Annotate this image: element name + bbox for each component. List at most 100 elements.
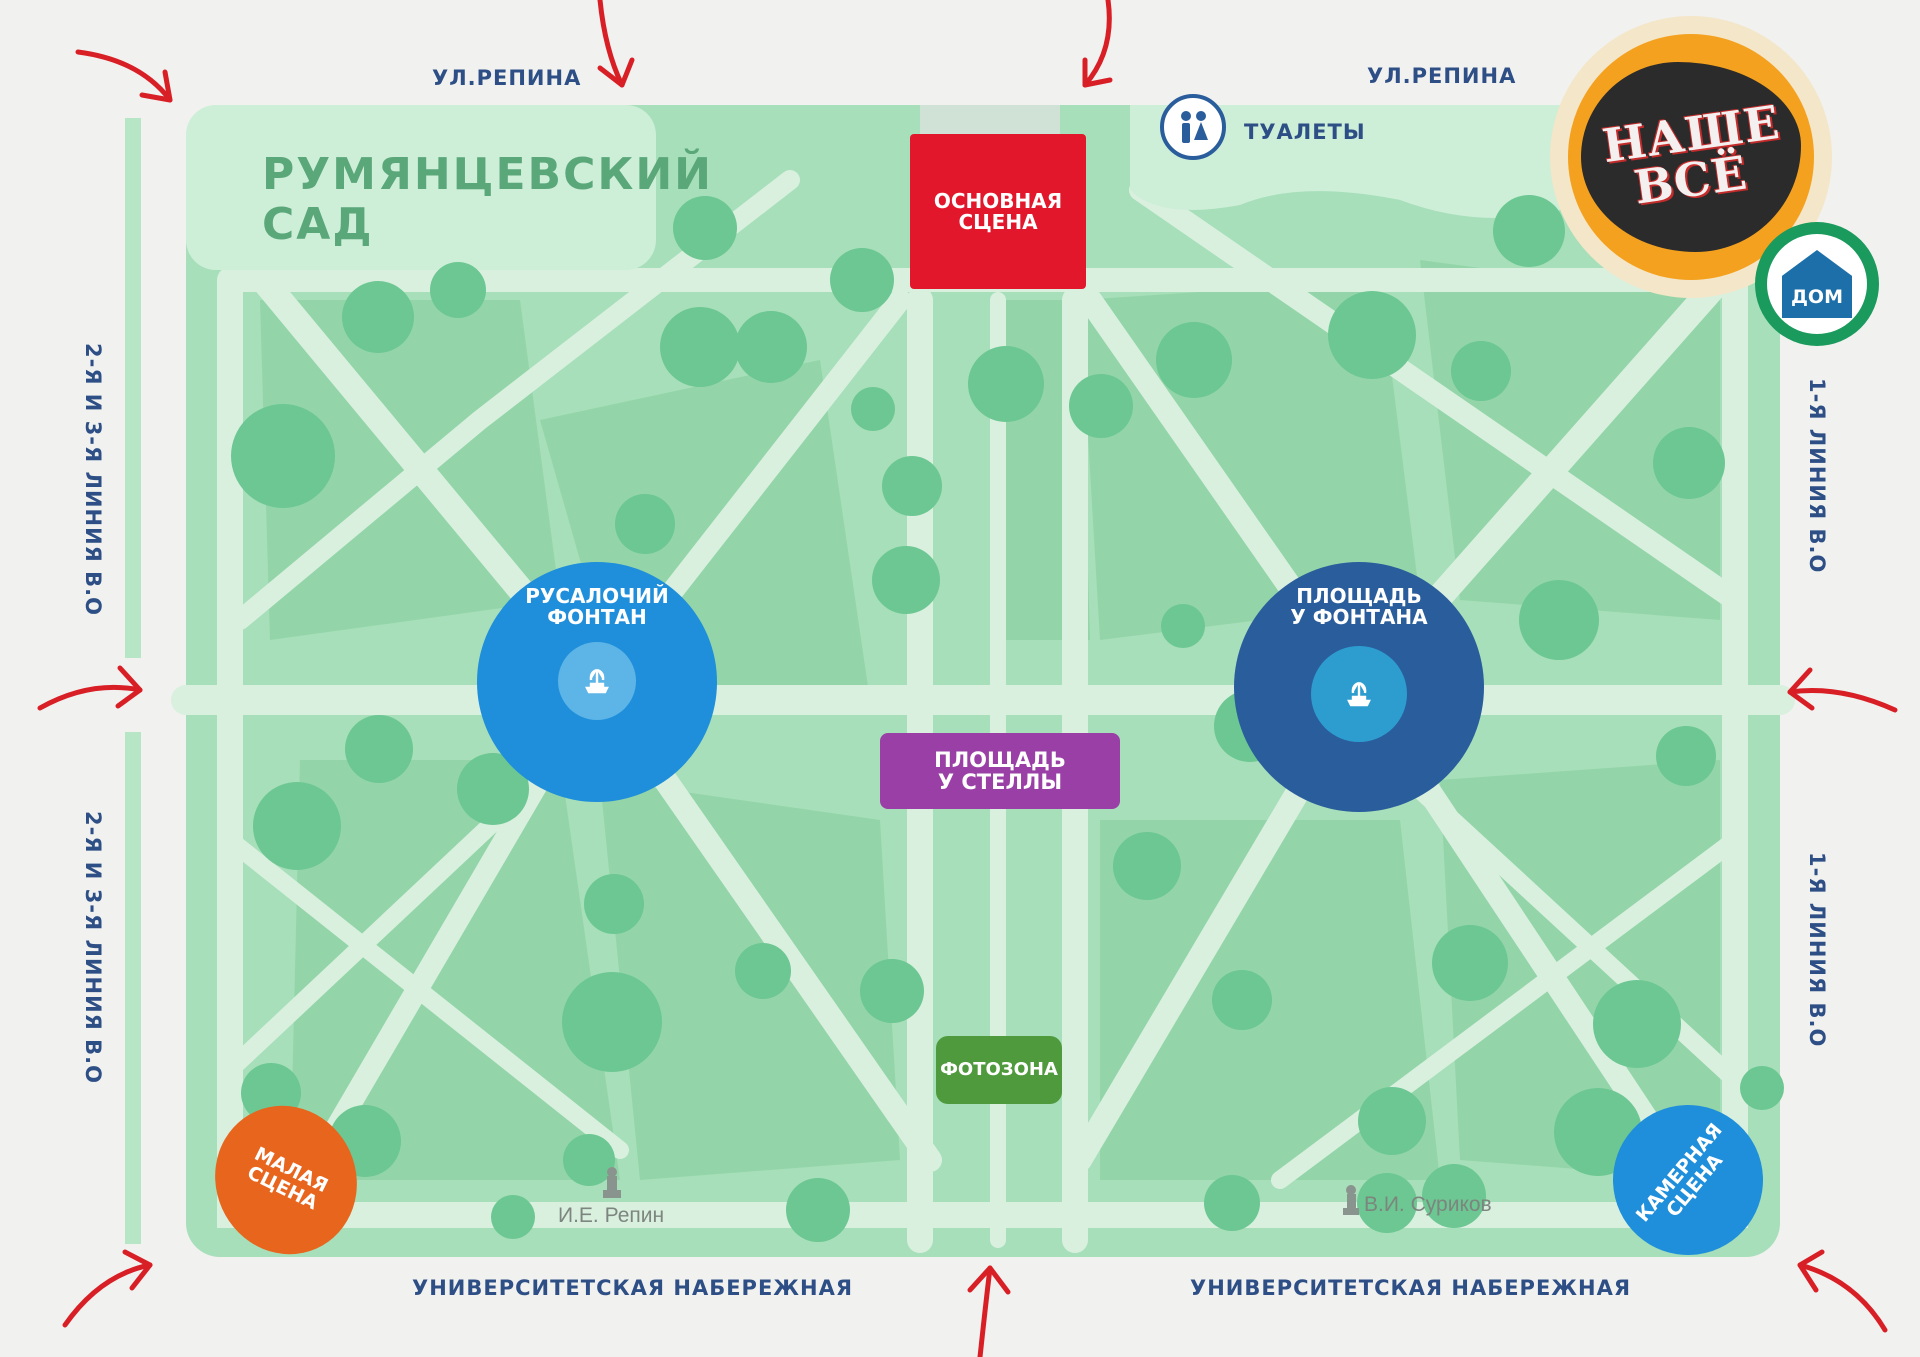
tree [562,972,662,1072]
tree [1069,374,1133,438]
entrance-arrow-icon [1787,667,1898,713]
boundary-strip-left-bottom [125,732,141,1244]
path-perimeter [217,267,1748,1228]
entrance-arrow-icon [62,1249,153,1328]
street-label-left-bottom: 2-Я И 3-Я ЛИНИЯ В.О [81,811,105,1084]
tree [345,715,413,783]
trees [231,195,1784,1242]
fountain-square-label: ПЛОЩАДЬ У ФОНТАНА [1290,584,1428,629]
tree [1358,1087,1426,1155]
tree [563,1134,615,1186]
tree [615,494,675,554]
main-stage[interactable]: ОСНОВНАЯ СЦЕНА [910,134,1086,289]
entrance-plaza [920,105,1060,135]
photozone[interactable]: ФОТОЗОНА [936,1036,1062,1104]
tree [1740,1066,1784,1110]
tree [1204,1175,1260,1231]
street-label-right-bottom: 1-Я ЛИНИЯ В.О [1805,852,1829,1048]
tree [584,874,644,934]
house-icon: ДОМ [1782,250,1852,318]
tree [1493,195,1565,267]
main-stage-label: ОСНОВНАЯ СЦЕНА [933,188,1063,234]
small-stage-label: МАЛАЯ СЦЕНА [243,1143,331,1215]
tree [860,959,924,1023]
street-label-bottom-right: УНИВЕРСИТЕТСКАЯ НАБЕРЕЖНАЯ [1190,1276,1631,1300]
festival-logo: НАШЕ ВСЁ [1550,16,1832,298]
path-diagonal [1271,831,1744,1189]
path-diagonal [230,170,800,630]
tree [851,387,895,431]
fountain-square[interactable]: ПЛОЩАДЬ У ФОНТАНА [1234,562,1484,812]
tree [231,404,335,508]
toilets-panel [1130,105,1560,218]
monument-surikov-label: В.И. Суриков [1364,1193,1492,1216]
tree [457,753,529,825]
street-label-top-right: УЛ.РЕПИНА [1367,64,1517,88]
fountain-icon [1311,646,1407,742]
toilets-label: ТУАЛЕТЫ [1244,120,1366,144]
tree [735,311,807,383]
tree [673,196,737,260]
tree [1357,1173,1417,1233]
entrance-arrow-icon [1797,1249,1888,1333]
dom-logo-inner: ДОМ [1767,234,1867,334]
tree [660,307,740,387]
tree [253,782,341,870]
mermaid-fountain[interactable]: РУСАЛОЧИЙ ФОНТАН [477,562,717,802]
tree [1422,1164,1486,1228]
title-panel [186,105,656,270]
logo-text-line2: ВСЁ [1631,145,1751,215]
fountain-icon [558,642,636,720]
entrance-arrow-icon [597,0,635,88]
tree [735,943,791,999]
tree [1113,832,1181,900]
tree [1156,322,1232,398]
monument-repin-label: И.Е. Репин [558,1204,665,1227]
street-label-left-top: 2-Я И 3-Я ЛИНИЯ В.О [81,343,105,616]
stele-square[interactable]: ПЛОЩАДЬ У СТЕЛЛЫ [880,733,1120,809]
tree [1432,925,1508,1001]
logo-collage: НАШЕ ВСЁ [1581,62,1801,252]
mermaid-fountain-label: РУСАЛОЧИЙ ФОНТАН [525,584,669,629]
tree [1451,341,1511,401]
path-diagonal [1411,781,1744,1089]
tree [342,281,414,353]
toilets-icon [1160,94,1226,160]
entrance-arrow-icon [1082,0,1113,88]
tree [1653,427,1725,499]
park-title: РУМЯНЦЕВСКИЙ САД [262,149,713,250]
entrance-arrow-icon [37,665,143,711]
monument-icons [603,1167,1359,1215]
tree [1593,980,1681,1068]
tree [1328,291,1416,379]
monument-icon [603,1167,621,1198]
boundary-strip-left-top [125,118,141,658]
dom-logo: ДОМ [1755,222,1879,346]
tree [786,1178,850,1242]
stele-square-label: ПЛОЩАДЬ У СТЕЛЛЫ [934,747,1066,794]
tree [830,248,894,312]
tree [1161,604,1205,648]
path-diagonal [221,831,629,1159]
path-diagonal [639,289,911,631]
street-label-bottom-left: УНИВЕРСИТЕТСКАЯ НАБЕРЕЖНАЯ [412,1276,853,1300]
tree [430,262,486,318]
tree [872,546,940,614]
chamber-stage-label: КАМЕРНАЯ СЦЕНА [1632,1119,1728,1227]
entrance-arrow-icon [967,1265,1011,1357]
photozone-label: ФОТОЗОНА [940,1058,1058,1080]
tree [1519,580,1599,660]
street-label-right-top: 1-Я ЛИНИЯ В.О [1805,378,1829,574]
tree [1656,726,1716,786]
tree [491,1195,535,1239]
entrance-arrows [37,0,1898,1357]
monument-icon [1343,1185,1359,1215]
dom-label: ДОМ [1791,286,1843,308]
path-diagonal [1129,179,1746,611]
street-label-top-left: УЛ.РЕПИНА [432,66,582,90]
tree [968,346,1044,422]
tree [882,456,942,516]
tree [1212,970,1272,1030]
